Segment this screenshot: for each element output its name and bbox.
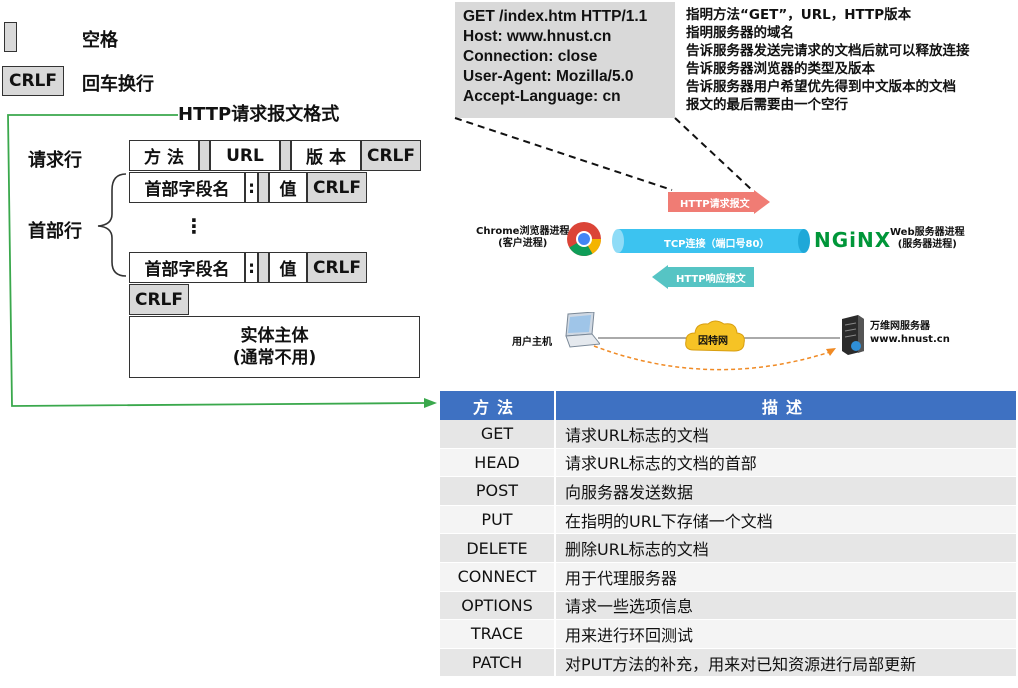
method-cell: HEAD bbox=[440, 448, 555, 478]
crlf-legend-label: 回车换行 bbox=[82, 74, 154, 95]
space-legend-label: 空格 bbox=[82, 30, 118, 51]
method-cell: GET bbox=[440, 420, 555, 449]
client-process-role: (客户进程) bbox=[498, 238, 548, 249]
internet-label: 因特网 bbox=[698, 336, 728, 347]
header-line-label: 首部行 bbox=[28, 221, 82, 242]
laptop-icon bbox=[565, 312, 600, 348]
annotation-line: 告诉服务器发送完请求的文档后就可以释放连接 bbox=[686, 43, 970, 59]
client-process-name: Chrome浏览器进程 bbox=[476, 226, 570, 237]
annotation-line: 告诉服务器用户希望优先得到中文版本的文档 bbox=[686, 79, 956, 95]
server-process-role: (服务器进程) bbox=[897, 239, 957, 250]
url-box: URL bbox=[210, 140, 280, 171]
user-agent-header-example: User-Agent: Mozilla/5.0 bbox=[463, 68, 634, 85]
format-title: HTTP请求报文格式 bbox=[178, 104, 340, 125]
annotation-line: 指明服务器的域名 bbox=[686, 25, 794, 41]
header-brace bbox=[97, 173, 127, 277]
host-header-example: Host: www.hnust.cn bbox=[463, 28, 612, 45]
version-box: 版 本 bbox=[291, 140, 361, 171]
client-process-label: Chrome浏览器进程 (客户进程) bbox=[476, 226, 569, 250]
chrome-icon bbox=[567, 222, 601, 256]
entity-body-title: 实体主体 bbox=[240, 326, 309, 346]
description-cell: 向服务器发送数据 bbox=[554, 476, 1016, 506]
header-value-box: 值 bbox=[269, 172, 307, 203]
tcp-connection-label: TCP连接（端口号80） bbox=[664, 239, 770, 250]
request-line-label: 请求行 bbox=[28, 150, 82, 171]
space-separator bbox=[280, 140, 291, 171]
web-server-title: 万维网服务器 bbox=[870, 321, 930, 332]
nginx-logo: NGiNX bbox=[814, 228, 892, 252]
space-legend-box bbox=[4, 22, 17, 52]
header-field-name-box: 首部字段名 bbox=[129, 172, 245, 203]
header-field-name-box: 首部字段名 bbox=[129, 252, 245, 283]
connection-header-example: Connection: close bbox=[463, 48, 598, 65]
web-server-label: 万维网服务器 www.hnust.cn bbox=[870, 320, 950, 346]
accept-language-header-example: Accept-Language: cn bbox=[463, 88, 621, 105]
method-cell: OPTIONS bbox=[440, 591, 555, 621]
method-cell: CONNECT bbox=[440, 562, 555, 592]
request-arrow-label: HTTP请求报文 bbox=[680, 199, 750, 210]
crlf-legend-box: CRLF bbox=[2, 66, 64, 96]
crlf-box: CRLF bbox=[307, 252, 367, 283]
description-cell: 对PUT方法的补充，用来对已知资源进行局部更新 bbox=[554, 648, 1016, 678]
description-column-header: 描述 bbox=[555, 391, 1016, 420]
crlf-box: CRLF bbox=[361, 140, 421, 171]
server-icon bbox=[842, 315, 864, 355]
request-arrow bbox=[668, 190, 770, 214]
zoom-dashed-lines bbox=[454, 117, 753, 191]
header-value-box: 值 bbox=[269, 252, 307, 283]
connector-arrow bbox=[7, 114, 437, 408]
description-cell: 用来进行环回测试 bbox=[554, 619, 1016, 649]
method-cell: PATCH bbox=[440, 648, 555, 678]
header-ellipsis: ⋮ bbox=[184, 214, 204, 238]
method-cell: TRACE bbox=[440, 619, 555, 649]
user-host-label: 用户主机 bbox=[512, 337, 552, 348]
table-header-row: 方法 描述 bbox=[440, 391, 1016, 420]
description-cell: 请求URL标志的文档的首部 bbox=[554, 448, 1016, 478]
description-cell: 用于代理服务器 bbox=[554, 562, 1016, 592]
space-separator bbox=[258, 172, 269, 203]
server-process-label: Web服务器进程 (服务器进程) bbox=[890, 227, 965, 251]
tcp-connection-pipe bbox=[612, 229, 810, 253]
blank-line-crlf-box: CRLF bbox=[129, 284, 189, 315]
request-line-example: GET /index.htm HTTP/1.1 bbox=[463, 8, 648, 25]
annotation-line: 告诉服务器浏览器的类型及版本 bbox=[686, 61, 875, 77]
request-example-box: GET /index.htm HTTP/1.1 Host: www.hnust.… bbox=[455, 2, 675, 118]
method-cell: POST bbox=[440, 476, 555, 506]
annotation-line: 指明方法“GET”，URL，HTTP版本 bbox=[686, 7, 912, 23]
method-cell: DELETE bbox=[440, 533, 555, 563]
response-arrow bbox=[652, 265, 754, 289]
header-annotations: 指明方法“GET”，URL，HTTP版本 指明服务器的域名 告诉服务器发送完请求… bbox=[686, 6, 970, 114]
server-process-name: Web服务器进程 bbox=[890, 227, 965, 238]
internet-cloud-icon bbox=[685, 320, 745, 352]
method-box: 方 法 bbox=[129, 140, 199, 171]
crlf-box: CRLF bbox=[307, 172, 367, 203]
annotation-line: 报文的最后需要由一个空行 bbox=[686, 97, 848, 113]
entity-body-note: (通常不用) bbox=[232, 348, 317, 368]
method-column-header: 方法 bbox=[440, 391, 556, 420]
header-colon-box: : bbox=[245, 172, 258, 203]
method-cell: PUT bbox=[440, 505, 555, 535]
space-separator bbox=[199, 140, 210, 171]
description-cell: 删除URL标志的文档 bbox=[554, 533, 1016, 563]
description-cell: 请求一些选项信息 bbox=[554, 591, 1016, 621]
response-arrow-label: HTTP响应报文 bbox=[676, 274, 746, 285]
entity-body-box: 实体主体 (通常不用) bbox=[129, 316, 420, 378]
web-server-domain: www.hnust.cn bbox=[870, 334, 950, 345]
header-colon-box: : bbox=[245, 252, 258, 283]
description-cell: 在指明的URL下存储一个文档 bbox=[554, 505, 1016, 535]
space-separator bbox=[258, 252, 269, 283]
description-cell: 请求URL标志的文档 bbox=[554, 420, 1016, 449]
